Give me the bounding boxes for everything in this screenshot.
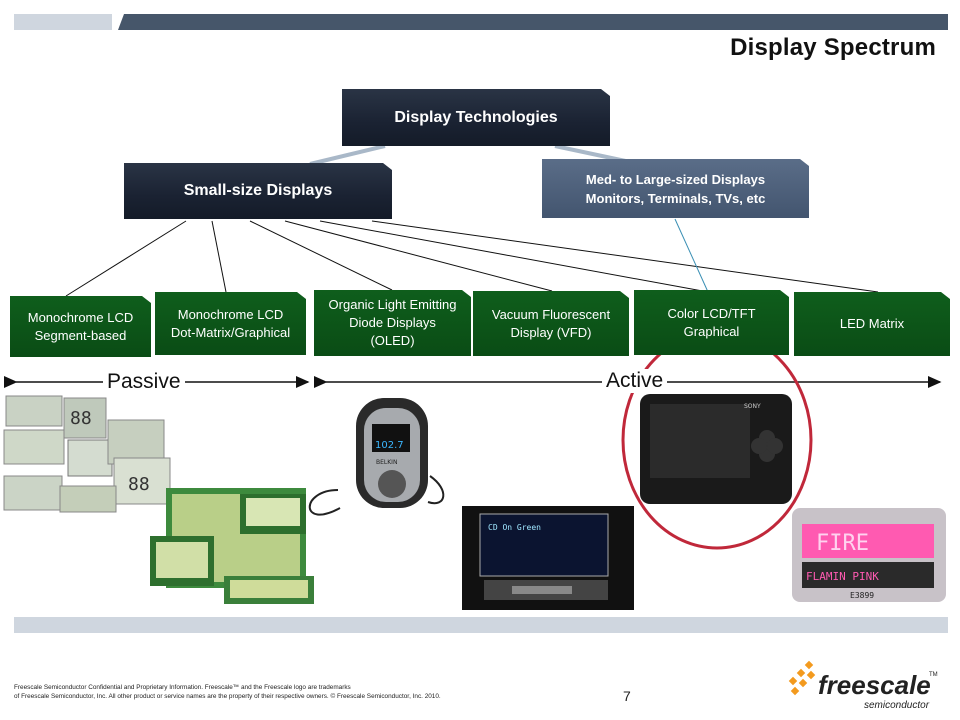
oled-player-photo: 102.7 BELKIN: [308, 398, 445, 516]
segment-lcd-photo: 88 88: [3, 395, 171, 513]
footer-legal-text: Freescale Semiconductor Confidential and…: [14, 683, 441, 701]
leaf-label-line1: Monochrome LCD: [177, 306, 284, 322]
svg-text:88: 88: [70, 408, 92, 429]
passive-label: Passive: [103, 370, 185, 394]
node-label-line2: Monitors, Terminals, TVs, etc: [585, 190, 766, 206]
active-label: Active: [602, 369, 668, 393]
leaf-mono-lcd-dot-matrix: Monochrome LCD Dot-Matrix/Graphical: [155, 292, 306, 355]
node-label: Small-size Displays: [183, 182, 333, 199]
footer-line-1: Freescale Semiconductor Confidential and…: [14, 684, 351, 691]
footer-bar: [14, 617, 948, 633]
psp-photo: SONY: [640, 394, 792, 504]
page-number: 7: [623, 688, 631, 704]
leaf-label-line1: Organic Light Emitting: [328, 297, 457, 312]
leaf-label-line1: LED Matrix: [839, 316, 905, 331]
leaf-label-line2: Graphical: [683, 323, 740, 339]
svg-text:88: 88: [128, 474, 150, 495]
footer-line-2: of Freescale Semiconductor, Inc. All oth…: [14, 693, 441, 700]
leaf-vfd: Vacuum Fluorescent Display (VFD): [473, 291, 629, 356]
leaf-label-line2: Dot-Matrix/Graphical: [170, 324, 291, 340]
leaf-label-line2: Diode Displays: [349, 315, 436, 330]
medlarge-connector: [674, 218, 709, 293]
vfd-photo: CD On Green: [462, 506, 634, 610]
dot-matrix-lcd-photo: [150, 488, 314, 604]
psp-brand-text: SONY: [744, 403, 761, 410]
leaf-mono-lcd-segment: Monochrome LCD Segment-based: [10, 296, 151, 357]
leaf-label-line3: (OLED): [370, 333, 415, 348]
node-display-technologies: Display Technologies: [342, 89, 610, 146]
leaf-label-line1: Monochrome LCD: [27, 309, 134, 325]
slide-title: Display Spectrum: [730, 34, 936, 61]
leaf-connectors: [65, 220, 879, 297]
header-bar-left: [14, 14, 112, 30]
leaf-label-line2: Display (VFD): [510, 324, 592, 340]
led-text-main: FIRE: [816, 531, 869, 556]
leaf-color-lcd-tft: Color LCD/TFT Graphical: [634, 290, 789, 355]
node-med-large-displays: Med- to Large-sized Displays Monitors, T…: [542, 159, 809, 218]
leaf-led-matrix: LED Matrix: [794, 292, 950, 356]
freescale-mark-icon: [788, 660, 816, 696]
oled-brand-text: BELKIN: [376, 459, 397, 466]
logo-wordmark: freescale: [818, 670, 931, 700]
led-matrix-photo: FIRE FLAMIN PINK E3899: [792, 508, 946, 602]
svg-text:CD On Green: CD On Green: [488, 523, 541, 532]
logo-subtitle: semiconductor: [864, 700, 930, 711]
leaf-label-line1: Vacuum Fluorescent: [491, 306, 611, 322]
header-bar-right: [118, 14, 948, 30]
node-small-size-displays: Small-size Displays: [124, 163, 392, 219]
led-text-second: FLAMIN PINK: [806, 570, 879, 583]
node-label: Display Technologies: [394, 108, 558, 126]
leaf-oled: Organic Light Emitting Diode Displays (O…: [314, 290, 471, 356]
leaf-label-line1: Color LCD/TFT: [667, 305, 756, 321]
freescale-logo: freescale TM semiconductor: [784, 658, 954, 718]
node-label-line1: Med- to Large-sized Displays: [585, 171, 766, 187]
oled-screen-text: 102.7: [375, 440, 404, 451]
product-photos: 88 88 102.7 BELKIN SONY CD On Gre: [3, 394, 946, 610]
logo-trademark: TM: [929, 672, 938, 678]
leaf-label-line2: Segment-based: [34, 327, 127, 343]
led-code-text: E3899: [850, 591, 874, 600]
